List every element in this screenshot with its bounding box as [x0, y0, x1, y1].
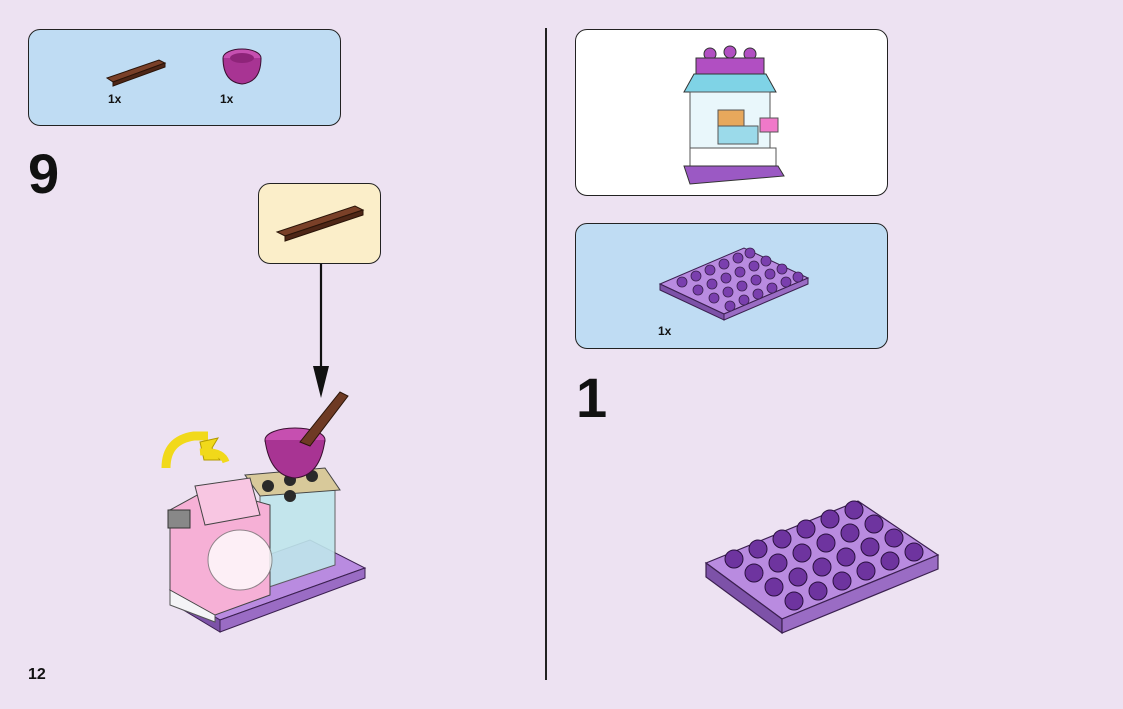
down-arrow-icon	[313, 264, 329, 398]
bakery-stall-assembly-illustration	[161, 391, 367, 633]
purple-plate-large-illustration	[704, 500, 940, 635]
completed-model-panel	[575, 29, 888, 196]
rotate-arrow-icon	[161, 431, 230, 469]
page-divider	[545, 28, 547, 680]
part-qty: 1x	[108, 92, 122, 106]
bakery-stall-model-illustration	[683, 45, 785, 185]
callout-box	[258, 183, 381, 264]
brown-bar-piece-icon	[275, 205, 365, 242]
step-number: 1	[576, 366, 608, 429]
part-qty: 1x	[658, 324, 672, 338]
part-qty: 1x	[220, 92, 234, 106]
parts-list-panel-right: 1x	[575, 223, 888, 349]
brown-bar-piece-icon	[105, 59, 167, 87]
parts-list-panel-left: 1x 1x	[28, 29, 341, 126]
magenta-cone-piece-icon	[222, 48, 262, 85]
page-number: 12	[28, 666, 46, 683]
step-number: 9	[28, 142, 60, 205]
purple-plate-piece-icon	[658, 247, 810, 321]
